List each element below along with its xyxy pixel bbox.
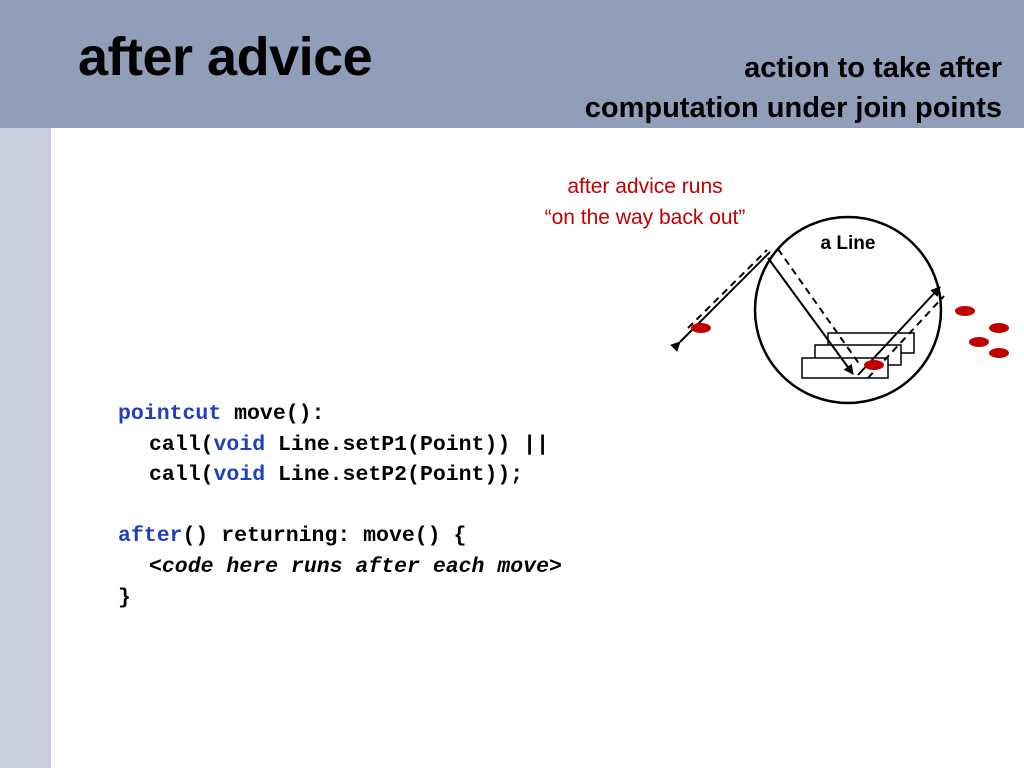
code-text: call( <box>149 432 214 457</box>
slide-title: after advice <box>78 27 373 87</box>
code-line-call-setp1: call(void Line.setP1(Point)) || <box>118 430 562 461</box>
slide-subtitle: action to take after computation under j… <box>585 48 1002 128</box>
annotation-line-2: “on the way back out” <box>544 206 746 229</box>
code-keyword: void <box>213 463 266 488</box>
advice-dot <box>989 323 1009 333</box>
call-arrow-in-dashed <box>687 249 768 329</box>
code-text: Line.setP1(Point)) || <box>265 432 549 457</box>
slide-header <box>0 0 1024 128</box>
advice-dot <box>969 337 989 347</box>
code-text: } <box>118 585 131 610</box>
code-line-call-setp2: call(void Line.setP2(Point)); <box>118 460 562 491</box>
code-block: pointcut move():call(void Line.setP1(Poi… <box>118 399 562 613</box>
code-line-after: after() returning: move() { <box>118 521 562 552</box>
annotation-line-1: after advice runs <box>567 175 723 198</box>
call-arrow-down-solid <box>767 257 854 375</box>
advice-dot <box>955 306 975 316</box>
code-line-blank <box>118 491 562 522</box>
code-keyword: void <box>213 432 266 457</box>
advice-dot <box>989 348 1009 358</box>
code-line-pointcut: pointcut move(): <box>118 399 562 430</box>
code-text: Line.setP2(Point)); <box>265 463 524 488</box>
advice-dot <box>691 323 711 333</box>
advice-dot <box>864 360 884 370</box>
diagram-annotation: after advice runs “on the way back out” <box>500 171 790 233</box>
code-text: () returning: move() { <box>182 524 467 549</box>
subtitle-line-2: computation under join points <box>584 92 1002 124</box>
code-text: move(): <box>221 402 325 426</box>
code-line-body: <code here runs after each move> <box>118 552 562 583</box>
code-keyword: pointcut <box>118 402 222 426</box>
code-keyword: after <box>118 524 183 549</box>
code-line-close: } <box>118 583 562 614</box>
line-object-label: a Line <box>821 233 876 254</box>
subtitle-line-1: action to take after <box>744 52 1002 84</box>
code-text: call( <box>149 463 214 488</box>
left-margin-band <box>0 128 51 768</box>
code-body-placeholder: <code here runs after each move> <box>149 554 562 579</box>
